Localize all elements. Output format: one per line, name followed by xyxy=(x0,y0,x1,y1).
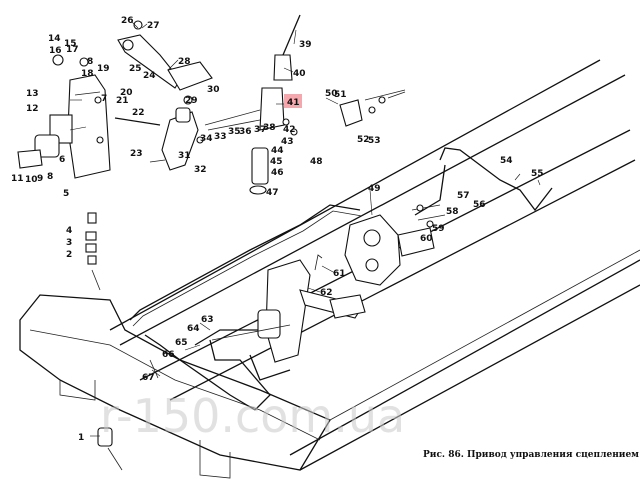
figure-caption: Рис. 86. Привод управления сцеплением xyxy=(423,450,639,460)
callout-57: 57 xyxy=(457,191,470,201)
callout-48: 48 xyxy=(310,157,323,167)
callout-53: 53 xyxy=(368,136,381,146)
callout-60: 60 xyxy=(420,234,433,244)
callout-19: 19 xyxy=(97,64,110,74)
callout-16: 16 xyxy=(49,46,62,56)
callout-44: 44 xyxy=(271,146,284,156)
callout-40: 40 xyxy=(293,69,306,79)
callout-30: 30 xyxy=(207,85,220,95)
callout-20: 20 xyxy=(120,88,133,98)
callout-31: 31 xyxy=(178,151,191,161)
fork-bracket xyxy=(339,89,406,127)
callout-55: 55 xyxy=(531,169,544,179)
callout-35: 35 xyxy=(228,127,241,137)
pedal-bracket xyxy=(17,54,161,179)
master-cylinder-left xyxy=(149,95,204,171)
callout-45: 45 xyxy=(270,157,283,167)
callout-8: 8 xyxy=(87,57,93,67)
callout-56: 56 xyxy=(473,200,486,210)
callout-labels: 26 27 14 15 16 17 39 28 8 25 19 24 18 40… xyxy=(11,16,544,443)
callout-17: 17 xyxy=(66,45,79,55)
callout-34: 34 xyxy=(200,134,213,144)
callout-11: 11 xyxy=(11,174,24,184)
booster-lever xyxy=(204,14,301,195)
highlight-41-marker xyxy=(284,94,302,108)
callout-10: 10 xyxy=(25,175,38,185)
callout-5-left: 5 xyxy=(63,189,69,199)
callout-39: 39 xyxy=(299,40,312,50)
callout-15: 15 xyxy=(64,39,77,49)
callout-25: 25 xyxy=(129,64,142,74)
callout-24: 24 xyxy=(143,71,156,81)
callout-42: 42 xyxy=(283,125,296,135)
callout-12: 12 xyxy=(26,104,39,114)
callout-21: 21 xyxy=(116,96,129,106)
hydraulic-pipes xyxy=(129,147,553,411)
callout-46: 46 xyxy=(271,168,284,178)
callout-28: 28 xyxy=(178,57,191,67)
callout-43: 43 xyxy=(281,137,294,147)
lower-pedal-assembly xyxy=(211,254,366,363)
callout-33: 33 xyxy=(214,132,227,142)
callout-41: 41 xyxy=(287,98,300,108)
callout-65: 65 xyxy=(175,338,188,348)
callout-6: 6 xyxy=(59,155,65,165)
booster-unit xyxy=(344,204,446,286)
callout-54: 54 xyxy=(500,156,513,166)
callout-32: 32 xyxy=(194,165,207,175)
callout-13: 13 xyxy=(26,89,39,99)
callout-66: 66 xyxy=(162,350,175,360)
callout-62: 62 xyxy=(320,288,333,298)
watermark-text: r-150.com.ua xyxy=(100,389,405,443)
callout-47: 47 xyxy=(266,188,279,198)
callout-49: 49 xyxy=(368,184,381,194)
callout-22: 22 xyxy=(132,108,145,118)
callout-58: 58 xyxy=(446,207,459,217)
callout-14: 14 xyxy=(48,34,61,44)
callout-18: 18 xyxy=(81,69,94,79)
callout-1: 1 xyxy=(78,433,84,443)
leader-lines xyxy=(69,21,541,437)
callout-23: 23 xyxy=(130,149,143,159)
callout-3: 3 xyxy=(66,238,72,248)
callout-38: 38 xyxy=(263,123,276,133)
callout-9: 9 xyxy=(37,174,43,184)
callout-36: 36 xyxy=(239,127,252,137)
callout-67: 67 xyxy=(142,373,155,383)
callout-59: 59 xyxy=(432,224,445,234)
callout-2: 2 xyxy=(66,250,72,260)
callout-8b: 8 xyxy=(47,172,53,182)
callout-27: 27 xyxy=(147,21,160,31)
callout-4: 4 xyxy=(66,226,72,236)
callout-29: 29 xyxy=(185,96,198,106)
callout-52: 52 xyxy=(357,135,370,145)
callout-61: 61 xyxy=(333,269,346,279)
callout-50: 50 xyxy=(325,89,338,99)
callout-26: 26 xyxy=(121,16,134,26)
callout-63: 63 xyxy=(201,315,214,325)
callout-64: 64 xyxy=(187,324,200,334)
callout-37: 37 xyxy=(254,125,267,135)
callout-51: 51 xyxy=(334,90,347,100)
clutch-pedal xyxy=(117,20,213,91)
loose-parts-left xyxy=(85,212,159,471)
callout-7: 7 xyxy=(101,94,107,104)
